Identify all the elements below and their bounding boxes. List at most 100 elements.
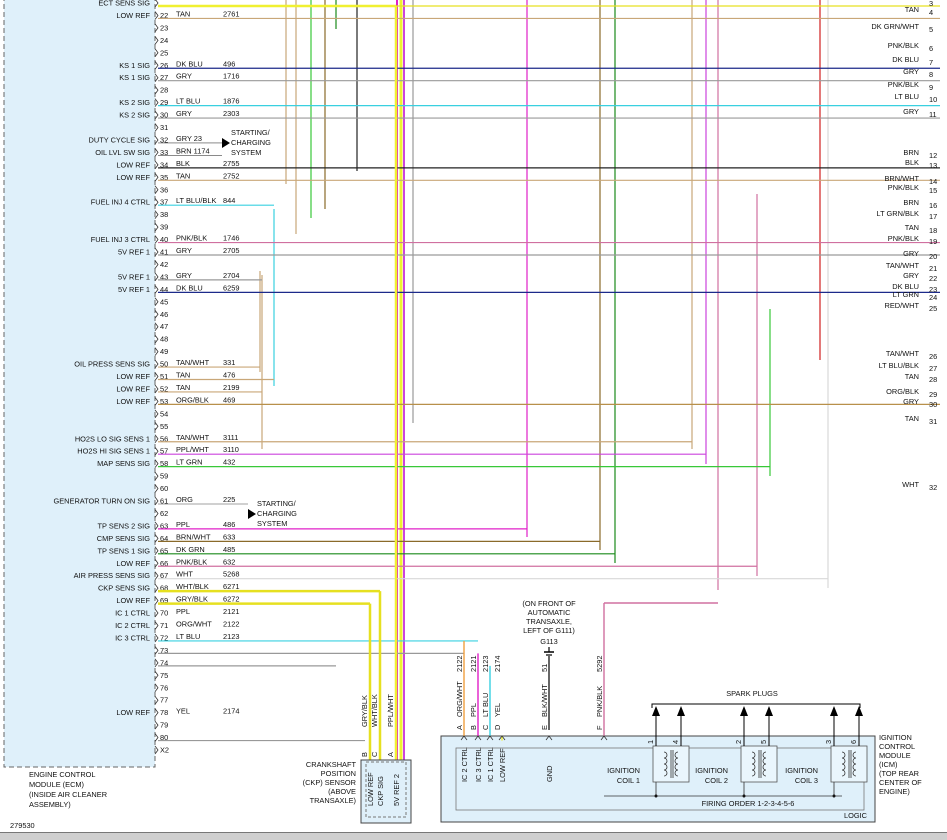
right-wire-color: TAN — [905, 372, 919, 381]
icm-caption-5: (TOP REAR — [879, 769, 919, 778]
right-wire-color: TAN/WHT — [886, 349, 920, 358]
ckp-pin-letter: C — [370, 751, 379, 757]
ecm-pin-row: 54 — [154, 409, 168, 418]
circuit-number: 2199 — [223, 383, 239, 392]
pin-number: 34 — [160, 160, 168, 169]
ecm-pin-row: 46 — [154, 310, 168, 319]
pin-terminal-icon — [154, 185, 159, 194]
circuit-number: 2704 — [223, 271, 239, 280]
ckp-caption-3: (CKP) SENSOR — [303, 778, 356, 787]
pin-function-label: HO2S HI SIG SENS 1 — [77, 447, 150, 456]
arrow-icon — [222, 138, 230, 148]
wire-color-label: ORG/BLK — [176, 395, 209, 404]
pin-function-label: OIL LVL SW SIG — [95, 148, 150, 157]
pin-terminal-icon — [154, 173, 159, 182]
pin-function-label: IC 1 CTRL — [115, 609, 150, 618]
pin-function-label: FUEL INJ 4 CTRL — [91, 198, 150, 207]
circuit-number: 1876 — [223, 97, 239, 106]
wire-color-label: TAN — [176, 383, 190, 392]
wire-color-label: TAN/WHT — [176, 433, 210, 442]
ckp-wire-color: WHT/BLK — [370, 694, 379, 727]
ecm-pin-row: 77 — [154, 696, 168, 705]
wire-color-label: TAN/WHT — [176, 358, 210, 367]
plug-number: 1 — [646, 740, 655, 744]
right-wire-color: BLK — [905, 158, 919, 167]
icm-pin-letter: C — [481, 724, 490, 730]
circuit-number: 485 — [223, 545, 235, 554]
right-wire-number: 15 — [929, 186, 937, 195]
ecm-pin-row: 48 — [154, 335, 168, 344]
wire-color-label: PPL — [176, 607, 190, 616]
circuit-number: 496 — [223, 59, 235, 68]
icm-wire-color: BLK/WHT — [540, 684, 549, 717]
coil-label-line1: IGNITION — [607, 766, 640, 775]
pin-number: 28 — [160, 86, 168, 95]
ground-note-4: LEFT OF G111) — [523, 626, 575, 635]
circuit-number: 6259 — [223, 283, 239, 292]
right-wire-color: TAN — [905, 223, 919, 232]
pin-number: 31 — [160, 123, 168, 132]
wire-color-label: DK GRN — [176, 545, 205, 554]
pin-number: 56 — [160, 434, 168, 443]
pin-terminal-icon — [154, 683, 159, 692]
circuit-number: 844 — [223, 196, 235, 205]
ckp-wire-color: PPL/WHT — [386, 694, 395, 727]
pin-function-label: IC 3 CTRL — [115, 633, 150, 642]
pin-number: 54 — [160, 409, 168, 418]
icm-wire-color: LT BLU — [481, 693, 490, 717]
right-wire-number: 16 — [929, 201, 937, 210]
wire-color-label: TAN — [176, 9, 190, 18]
pin-number: 78 — [160, 708, 168, 717]
pin-number: 36 — [160, 185, 168, 194]
ecm-pin-row: 38 — [154, 210, 168, 219]
pin-terminal-icon — [154, 509, 159, 518]
pin-number: 22 — [160, 11, 168, 20]
wire-color-label: PNK/BLK — [176, 557, 207, 566]
wire-color-label: BRN 1174 — [176, 146, 210, 155]
right-wire-color: ORG/BLK — [886, 387, 919, 396]
pin-number: 55 — [160, 422, 168, 431]
right-wire-number: 22 — [929, 274, 937, 283]
coil-winding-icon — [751, 769, 756, 777]
pin-number: 42 — [160, 260, 168, 269]
right-wire-number: 21 — [929, 264, 937, 273]
icm-caption-6: CENTER OF — [879, 778, 922, 787]
wire-color-label: ORG/WHT — [176, 620, 212, 629]
pin-number: 26 — [160, 61, 168, 70]
pin-number: 75 — [160, 671, 168, 680]
pin-terminal-icon — [154, 272, 159, 282]
right-wire-number: 5 — [929, 25, 933, 34]
ecm-caption-3: (INSIDE AIR CLEANER — [29, 790, 107, 799]
ecm-pin-row: 80 — [154, 733, 168, 742]
right-wire-number: 19 — [929, 237, 937, 246]
pin-function-label: GENERATOR TURN ON SIG — [54, 497, 151, 506]
pin-terminal-icon — [154, 197, 159, 207]
right-wire-color: LT BLU/BLK — [879, 361, 919, 370]
wire-color-label: GRY — [176, 109, 192, 118]
icm-pin-letter: E — [540, 725, 549, 730]
ecm-pin-row: 31 — [154, 123, 168, 132]
right-wire-color: BRN — [903, 198, 919, 207]
circuit-number: 3111 — [223, 433, 238, 442]
circuit-number: 633 — [223, 532, 235, 541]
pin-terminal-icon — [154, 571, 159, 580]
charging-line-2: CHARGING — [231, 138, 271, 147]
